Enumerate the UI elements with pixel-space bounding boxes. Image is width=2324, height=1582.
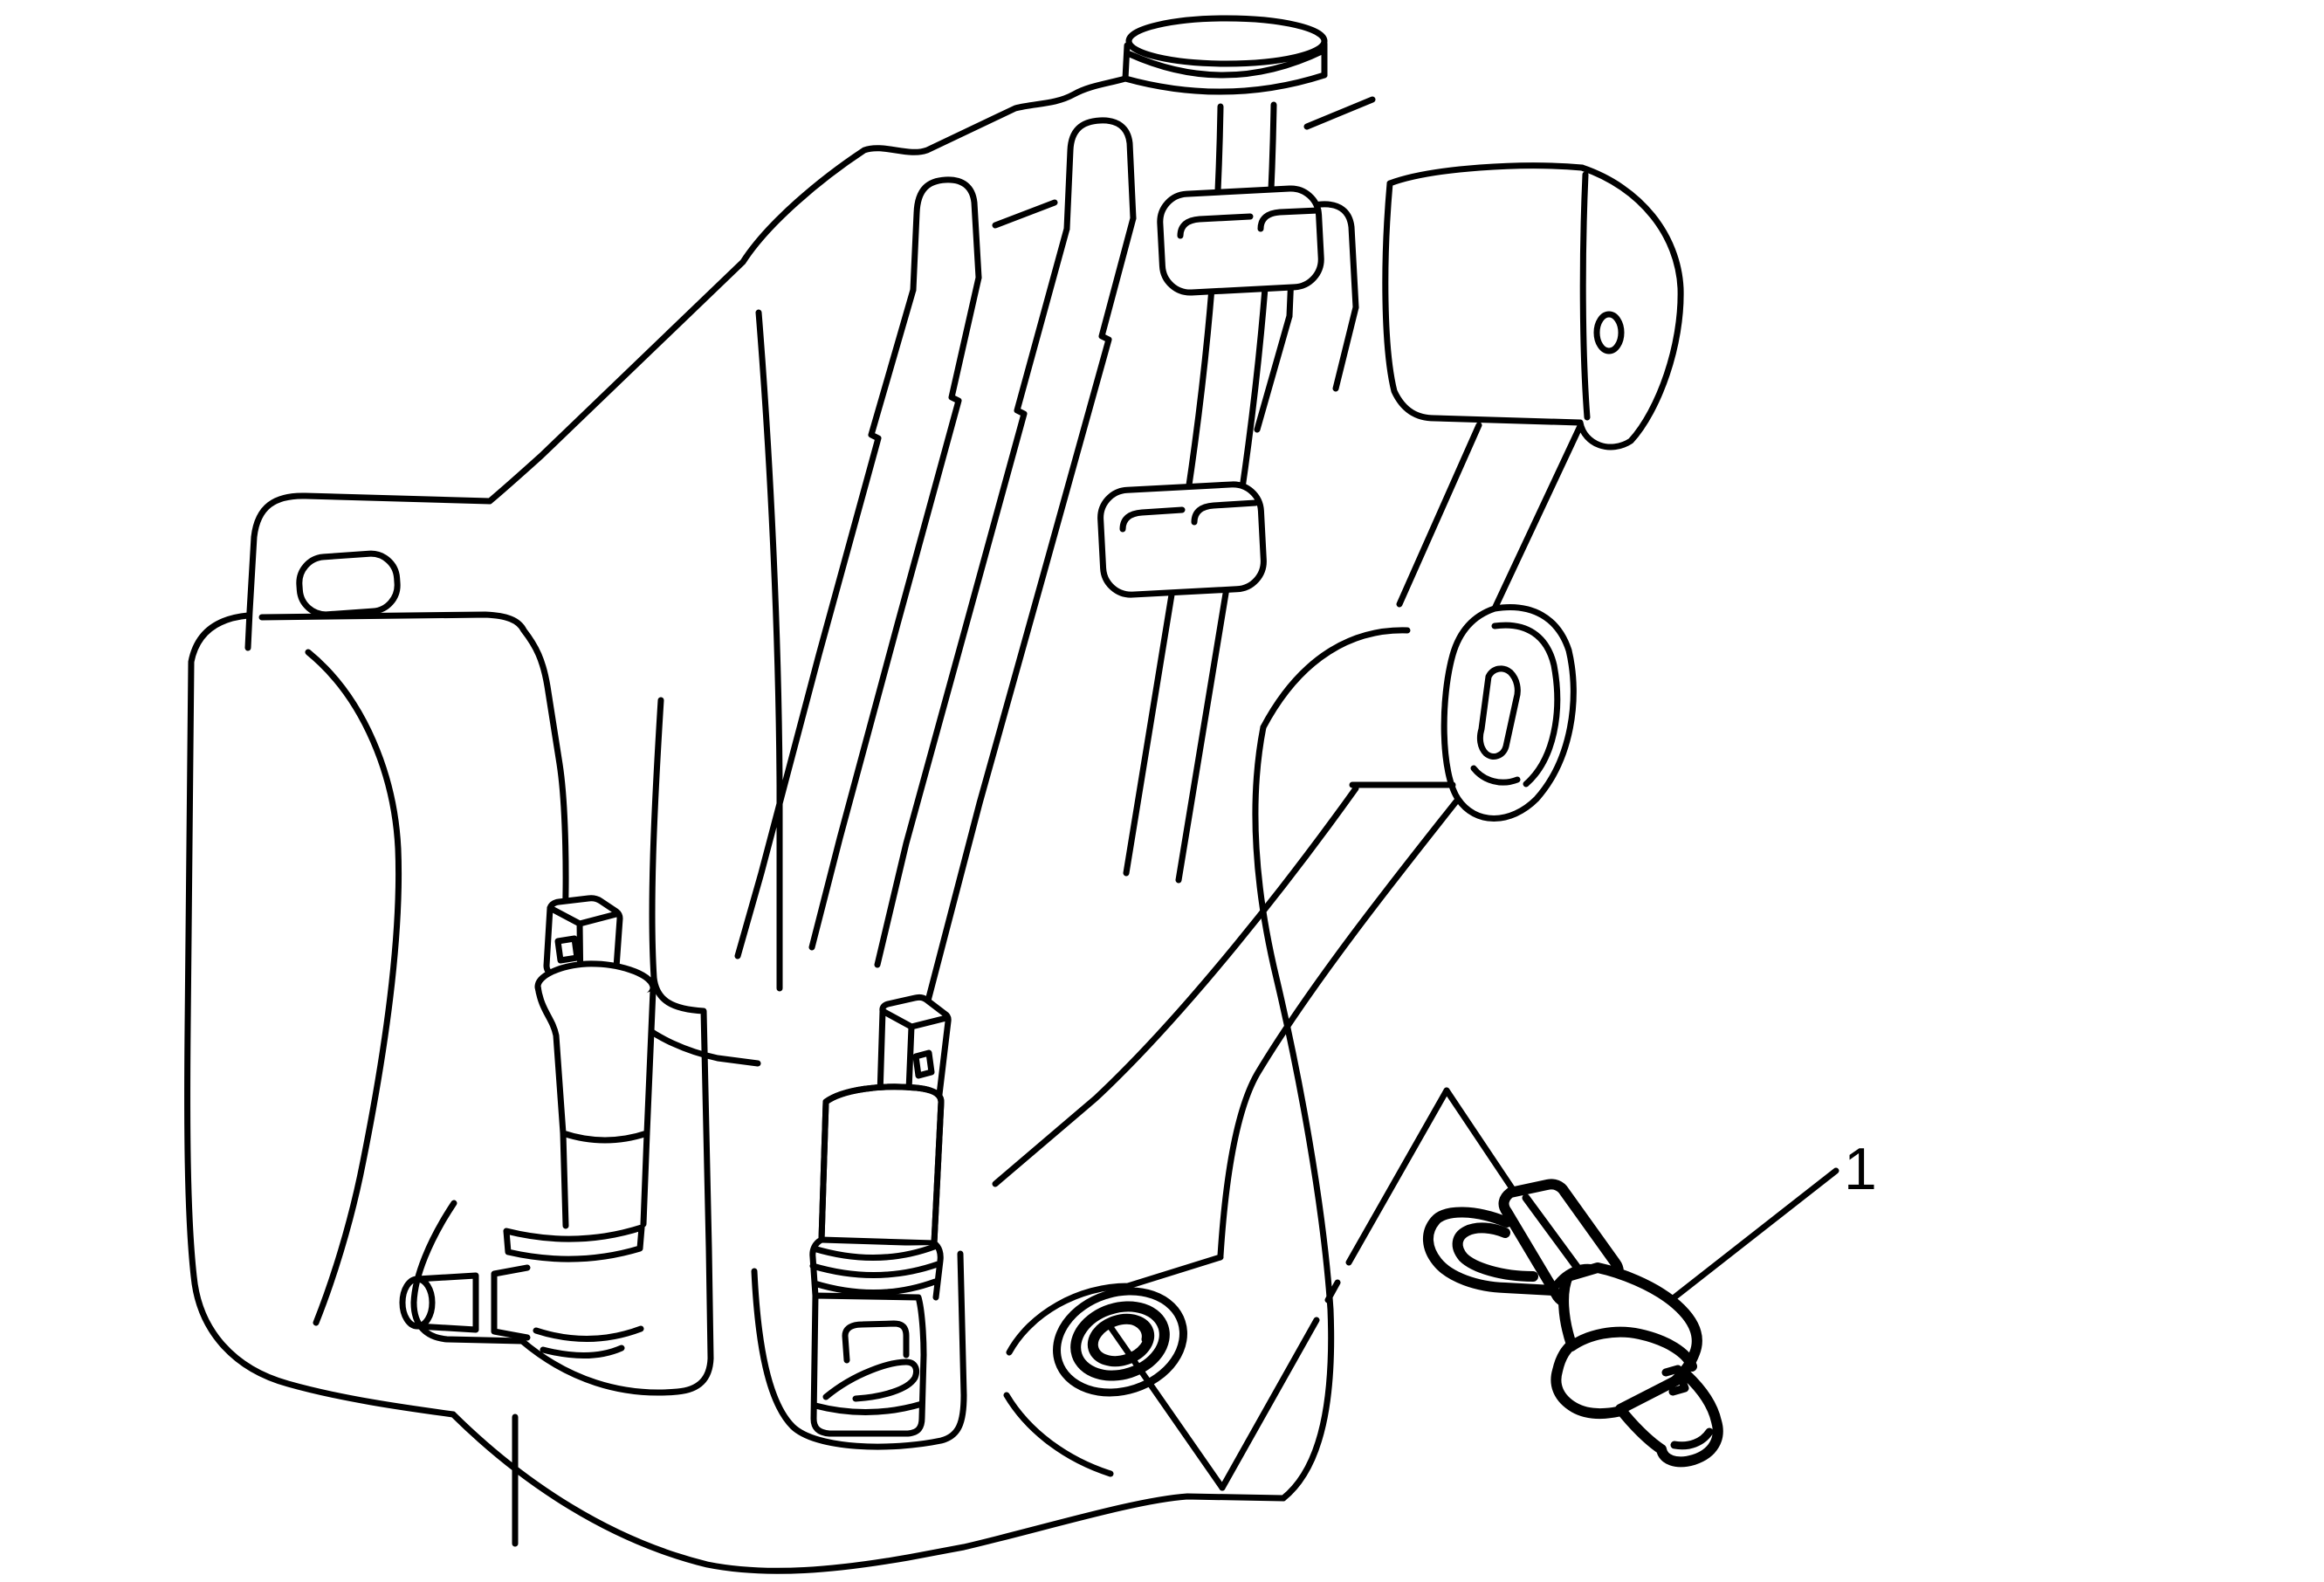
washer-pump-left [399,895,657,1358]
upper-mounting-arm [992,162,1684,1259]
arm-saddle [1260,627,1411,731]
arm-cylinder-left [1382,180,1584,426]
channel-b-cap [1063,117,1137,232]
channel-b-right [924,215,1137,1008]
surface-accent-line-2 [1303,96,1376,130]
pump-left-connector-latch [554,935,581,964]
pump-right-body [818,1098,945,1247]
pointer-left-arm-dashed [1219,1087,1450,1491]
arm-shaft [1396,422,1584,612]
channel-clamps [1097,185,1324,598]
filler-neck-rim-inner [1126,47,1327,79]
callout-1: 1 [1667,1136,1877,1303]
pump-right-connector-latch [912,1049,935,1079]
pump2-pocket [751,1250,967,1450]
pump-right-top-rim [822,1083,945,1105]
grommet-pocket-upper [1006,1254,1224,1356]
reservoir-body [184,75,1411,1574]
clamp-block-lower [1097,481,1267,598]
channel-a-left [734,286,917,960]
lower-boss-ring [1470,622,1561,788]
lower-boss-keyhole-slot [1476,665,1521,760]
pump-right-inner-curve [822,1358,920,1402]
surface-accent-line-1 [992,199,1058,229]
rear-slope-line-2 [1217,798,1460,1259]
sensor-retainer-loop-inner [1452,1222,1538,1282]
filler-neck-base [1122,72,1328,95]
callout-1-label: 1 [1844,1136,1877,1202]
reservoir-bottom-edge [450,1411,1287,1574]
pump-left-body [534,983,657,1144]
clamp-block-upper [1157,185,1324,296]
mounting-bracket-slot [296,550,401,618]
reservoir-right-edge [1252,724,1335,1502]
sensor-flange-face [1566,1326,1697,1372]
pump-right-bottom-cap [812,1400,925,1415]
pointer-leader-from-grommet [1107,1324,1226,1491]
pump-right-inner-pocket [842,1320,910,1364]
grommet-inner-curl [1125,1316,1150,1344]
pump-right-ribs [809,1236,944,1301]
channel-d-sides [1254,304,1359,433]
reservoir-assembly: 1 [184,15,1877,1574]
filler-neck [1122,15,1328,95]
arm-bolt-hole [1593,311,1625,354]
sensor-key-tab [1661,1365,1689,1396]
lower-boss-outline [1440,604,1577,822]
left-lobe-inner-contour [305,649,402,1326]
left-lobe-outline [184,612,457,1418]
washer-fluid-level-sensor [1423,1179,1723,1468]
sensor-grommet [1053,1287,1187,1397]
pump-bay-wall [519,697,714,1396]
channel-b-left [874,225,1070,968]
pump-left-flange-bands [503,1224,645,1262]
mounting-bracket-top-edge [244,492,493,651]
arm-cylinder-top [1386,162,1585,187]
filler-neck-sides [1122,40,1328,82]
channel-a-cap [910,176,982,293]
pump-left-pocket [410,1200,526,1345]
channel-a-right [808,274,982,951]
grommet-outer-ring [1053,1287,1187,1397]
pump-left-outlet-barb [414,1264,531,1341]
grommet-middle-ring [1070,1301,1170,1381]
arm-cylinder-cap [1577,164,1684,451]
grommet-pocket-lower [1003,1392,1114,1477]
sensor-tip-face-line [1670,1427,1714,1450]
washer-pump-right [809,994,952,1437]
reservoir-top-left-edge [486,75,1129,505]
pump-right-lower-block [810,1292,927,1437]
pointer-right-arm [1443,1087,1523,1202]
pump-right-housing-mask [818,1083,945,1247]
sensor-retainer-loop [1423,1207,1559,1296]
installation-pointer [1107,1087,1523,1491]
pump-left-body-mask [536,987,653,1331]
callout-1-leader [1667,1167,1839,1303]
pump-left-lower-body [560,1130,650,1229]
front-face-contour [755,309,783,992]
rear-slope-line-1 [992,785,1359,1187]
clamp-block-lower-detail [1119,499,1259,533]
pump-left-bottom-cap [533,1325,644,1358]
arm-cylinder-cap-inner [1579,171,1591,421]
filler-neck-rim [1125,15,1328,67]
clamp-block-upper-detail [1177,207,1322,239]
